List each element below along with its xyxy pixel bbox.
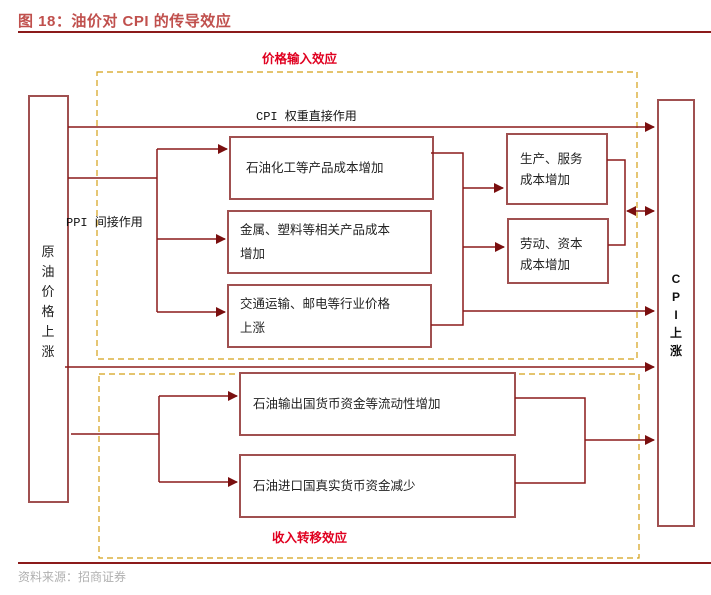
metal-plastic-cost-line2: 增加 bbox=[240, 246, 266, 261]
petrochem-cost-box bbox=[229, 136, 434, 200]
cpi-rise-char: C bbox=[671, 272, 681, 286]
transport-price-line2: 上涨 bbox=[240, 320, 266, 335]
oil-price-rise-char: 价 bbox=[41, 285, 55, 300]
transport-price-box bbox=[227, 284, 432, 348]
oil-price-rise-char: 上 bbox=[41, 325, 55, 340]
edge-merge-middle bbox=[431, 152, 464, 326]
figure-title: 图 18：油价对 CPI 的传导效应 bbox=[18, 13, 232, 30]
transport-price-line1: 交通运输、邮电等行业价格 bbox=[240, 296, 391, 311]
cpi-rise-char: P bbox=[671, 290, 680, 304]
exporter-liquidity-text: 石油输出国货币资金等流动性增加 bbox=[253, 396, 441, 411]
source-note: 资料来源：招商证券 bbox=[18, 570, 127, 584]
edge-merge-right bbox=[607, 159, 626, 246]
production-service-line1: 生产、服务 bbox=[520, 151, 583, 166]
ppi-indirect-label: PPI 间接作用 bbox=[66, 216, 143, 230]
cpi-rise-char: I bbox=[674, 308, 678, 322]
oil-price-rise-char: 涨 bbox=[41, 345, 55, 360]
oil-price-rise-char: 油 bbox=[41, 265, 55, 280]
oil-price-rise-char: 原 bbox=[41, 245, 55, 260]
oil-price-rise-char: 格 bbox=[41, 305, 55, 320]
footer-rule bbox=[18, 562, 711, 564]
labor-capital-cost-box bbox=[507, 218, 609, 284]
cpi-rise-box bbox=[657, 99, 695, 527]
oil-price-rise-label: 原油价格上涨 bbox=[38, 243, 58, 363]
income-effect-label: 收入转移效应 bbox=[272, 530, 348, 545]
cpi-rise-char: 涨 bbox=[669, 344, 682, 358]
cpi-rise-char: 上 bbox=[669, 326, 682, 340]
production-service-cost-box bbox=[506, 133, 608, 205]
title-rule bbox=[18, 31, 711, 33]
metal-plastic-cost-line1: 金属、塑料等相关产品成本 bbox=[240, 222, 391, 237]
production-service-line2: 成本增加 bbox=[520, 172, 571, 187]
metal-plastic-cost-box bbox=[227, 210, 432, 274]
importer-money-box bbox=[239, 454, 516, 518]
exporter-liquidity-box bbox=[239, 372, 516, 436]
importer-money-text: 石油进口国真实货币资金减少 bbox=[253, 478, 416, 493]
cpi-weight-direct-label: CPI 权重直接作用 bbox=[256, 110, 357, 124]
price-effect-label: 价格输入效应 bbox=[262, 51, 338, 66]
petrochem-cost-text: 石油化工等产品成本增加 bbox=[246, 160, 384, 175]
oil-price-rise-box bbox=[28, 95, 69, 503]
labor-capital-line1: 劳动、资本 bbox=[520, 236, 583, 251]
edge-merge-income bbox=[515, 397, 586, 484]
labor-capital-line2: 成本增加 bbox=[520, 257, 571, 272]
